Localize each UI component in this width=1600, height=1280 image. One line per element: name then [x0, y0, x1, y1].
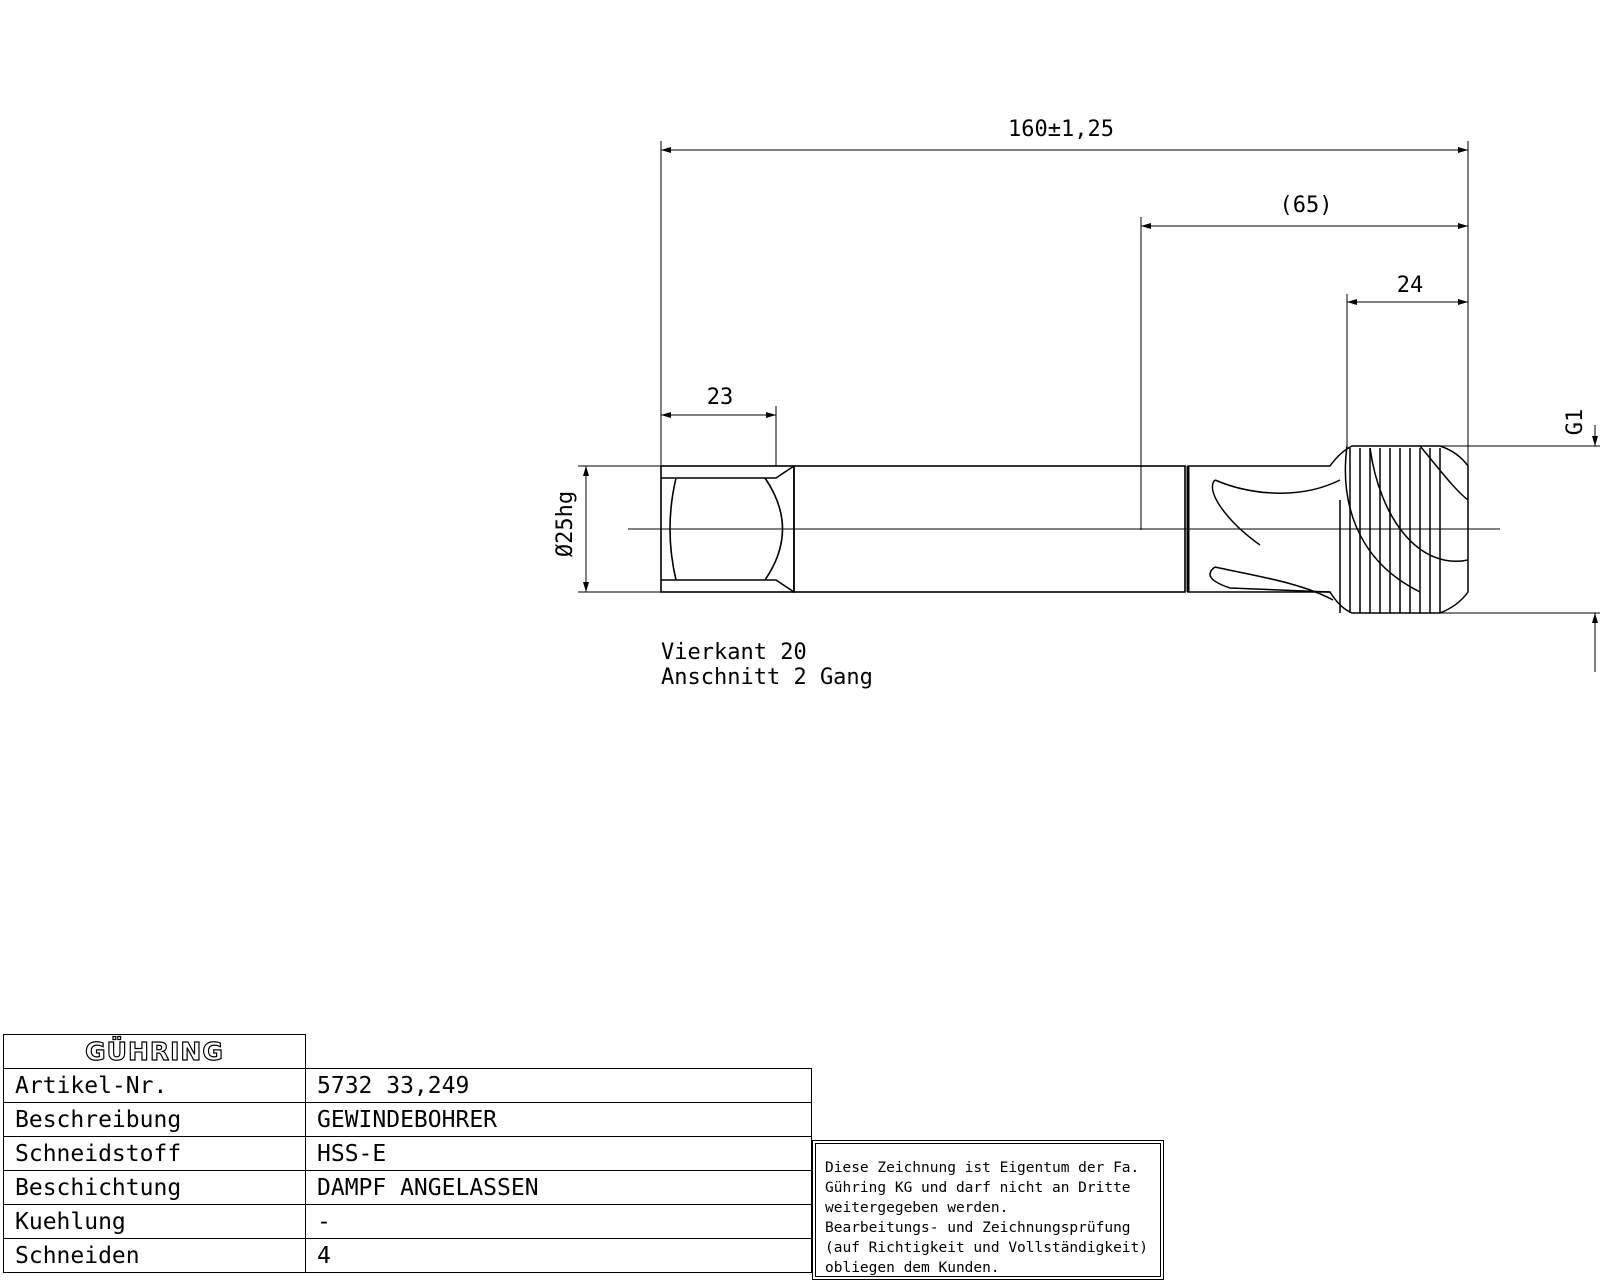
title-block: GÜHRING Artikel-Nr. 5732 33,249 Beschrei… — [3, 1034, 812, 1273]
note-chamfer: Anschnitt 2 Gang — [661, 665, 873, 690]
row-value: - — [305, 1204, 812, 1239]
table-row: Beschreibung GEWINDEBOHRER — [3, 1102, 812, 1137]
row-value: GEWINDEBOHRER — [305, 1102, 812, 1137]
table-row: Schneidstoff HSS-E — [3, 1136, 812, 1171]
logo-cell: GÜHRING — [3, 1034, 306, 1069]
flute-body — [1187, 445, 1469, 614]
row-label: Schneiden — [3, 1238, 306, 1273]
dim-thread-length: 24 — [1397, 273, 1424, 298]
disclaimer-line: Diese Zeichnung ist Eigentum der Fa. — [825, 1160, 1140, 1176]
row-label: Kuehlung — [3, 1204, 306, 1239]
row-value: DAMPF ANGELASSEN — [305, 1170, 812, 1205]
table-row: Kuehlung - — [3, 1204, 812, 1239]
guhring-logo: GÜHRING — [85, 1036, 224, 1066]
dim-paren-length: (65) — [1280, 193, 1333, 218]
dim-overall-length: 160±1,25 — [1008, 117, 1114, 142]
disclaimer-line: (auf Richtigkeit und Vollständigkeit) — [825, 1240, 1149, 1256]
note-square: Vierkant 20 — [661, 640, 807, 665]
disclaimer-line: weitergegeben werden. — [825, 1200, 1009, 1216]
row-label: Beschreibung — [3, 1102, 306, 1137]
table-row: Schneiden 4 — [3, 1238, 812, 1273]
row-label: Beschichtung — [3, 1170, 306, 1205]
dim-square-length: 23 — [707, 385, 734, 410]
row-label: Schneidstoff — [3, 1136, 306, 1171]
table-row: Artikel-Nr. 5732 33,249 — [3, 1068, 812, 1103]
disclaimer-line: Gühring KG und darf nicht an Dritte — [825, 1180, 1131, 1196]
row-label: Artikel-Nr. — [3, 1068, 306, 1103]
row-value: HSS-E — [305, 1136, 812, 1171]
row-value: 5732 33,249 — [305, 1068, 812, 1103]
disclaimer-line: Bearbeitungs- und Zeichnungsprüfung — [825, 1220, 1131, 1236]
disclaimer-line: obliegen dem Kunden. — [825, 1260, 1000, 1276]
disclaimer-box: Diese Zeichnung ist Eigentum der Fa. Güh… — [812, 1140, 1164, 1280]
row-value: 4 — [305, 1238, 812, 1273]
dim-shank-diameter: Ø25hg — [553, 491, 578, 557]
dim-thread-size: G1 — [1563, 409, 1588, 436]
table-row: Beschichtung DAMPF ANGELASSEN — [3, 1170, 812, 1205]
